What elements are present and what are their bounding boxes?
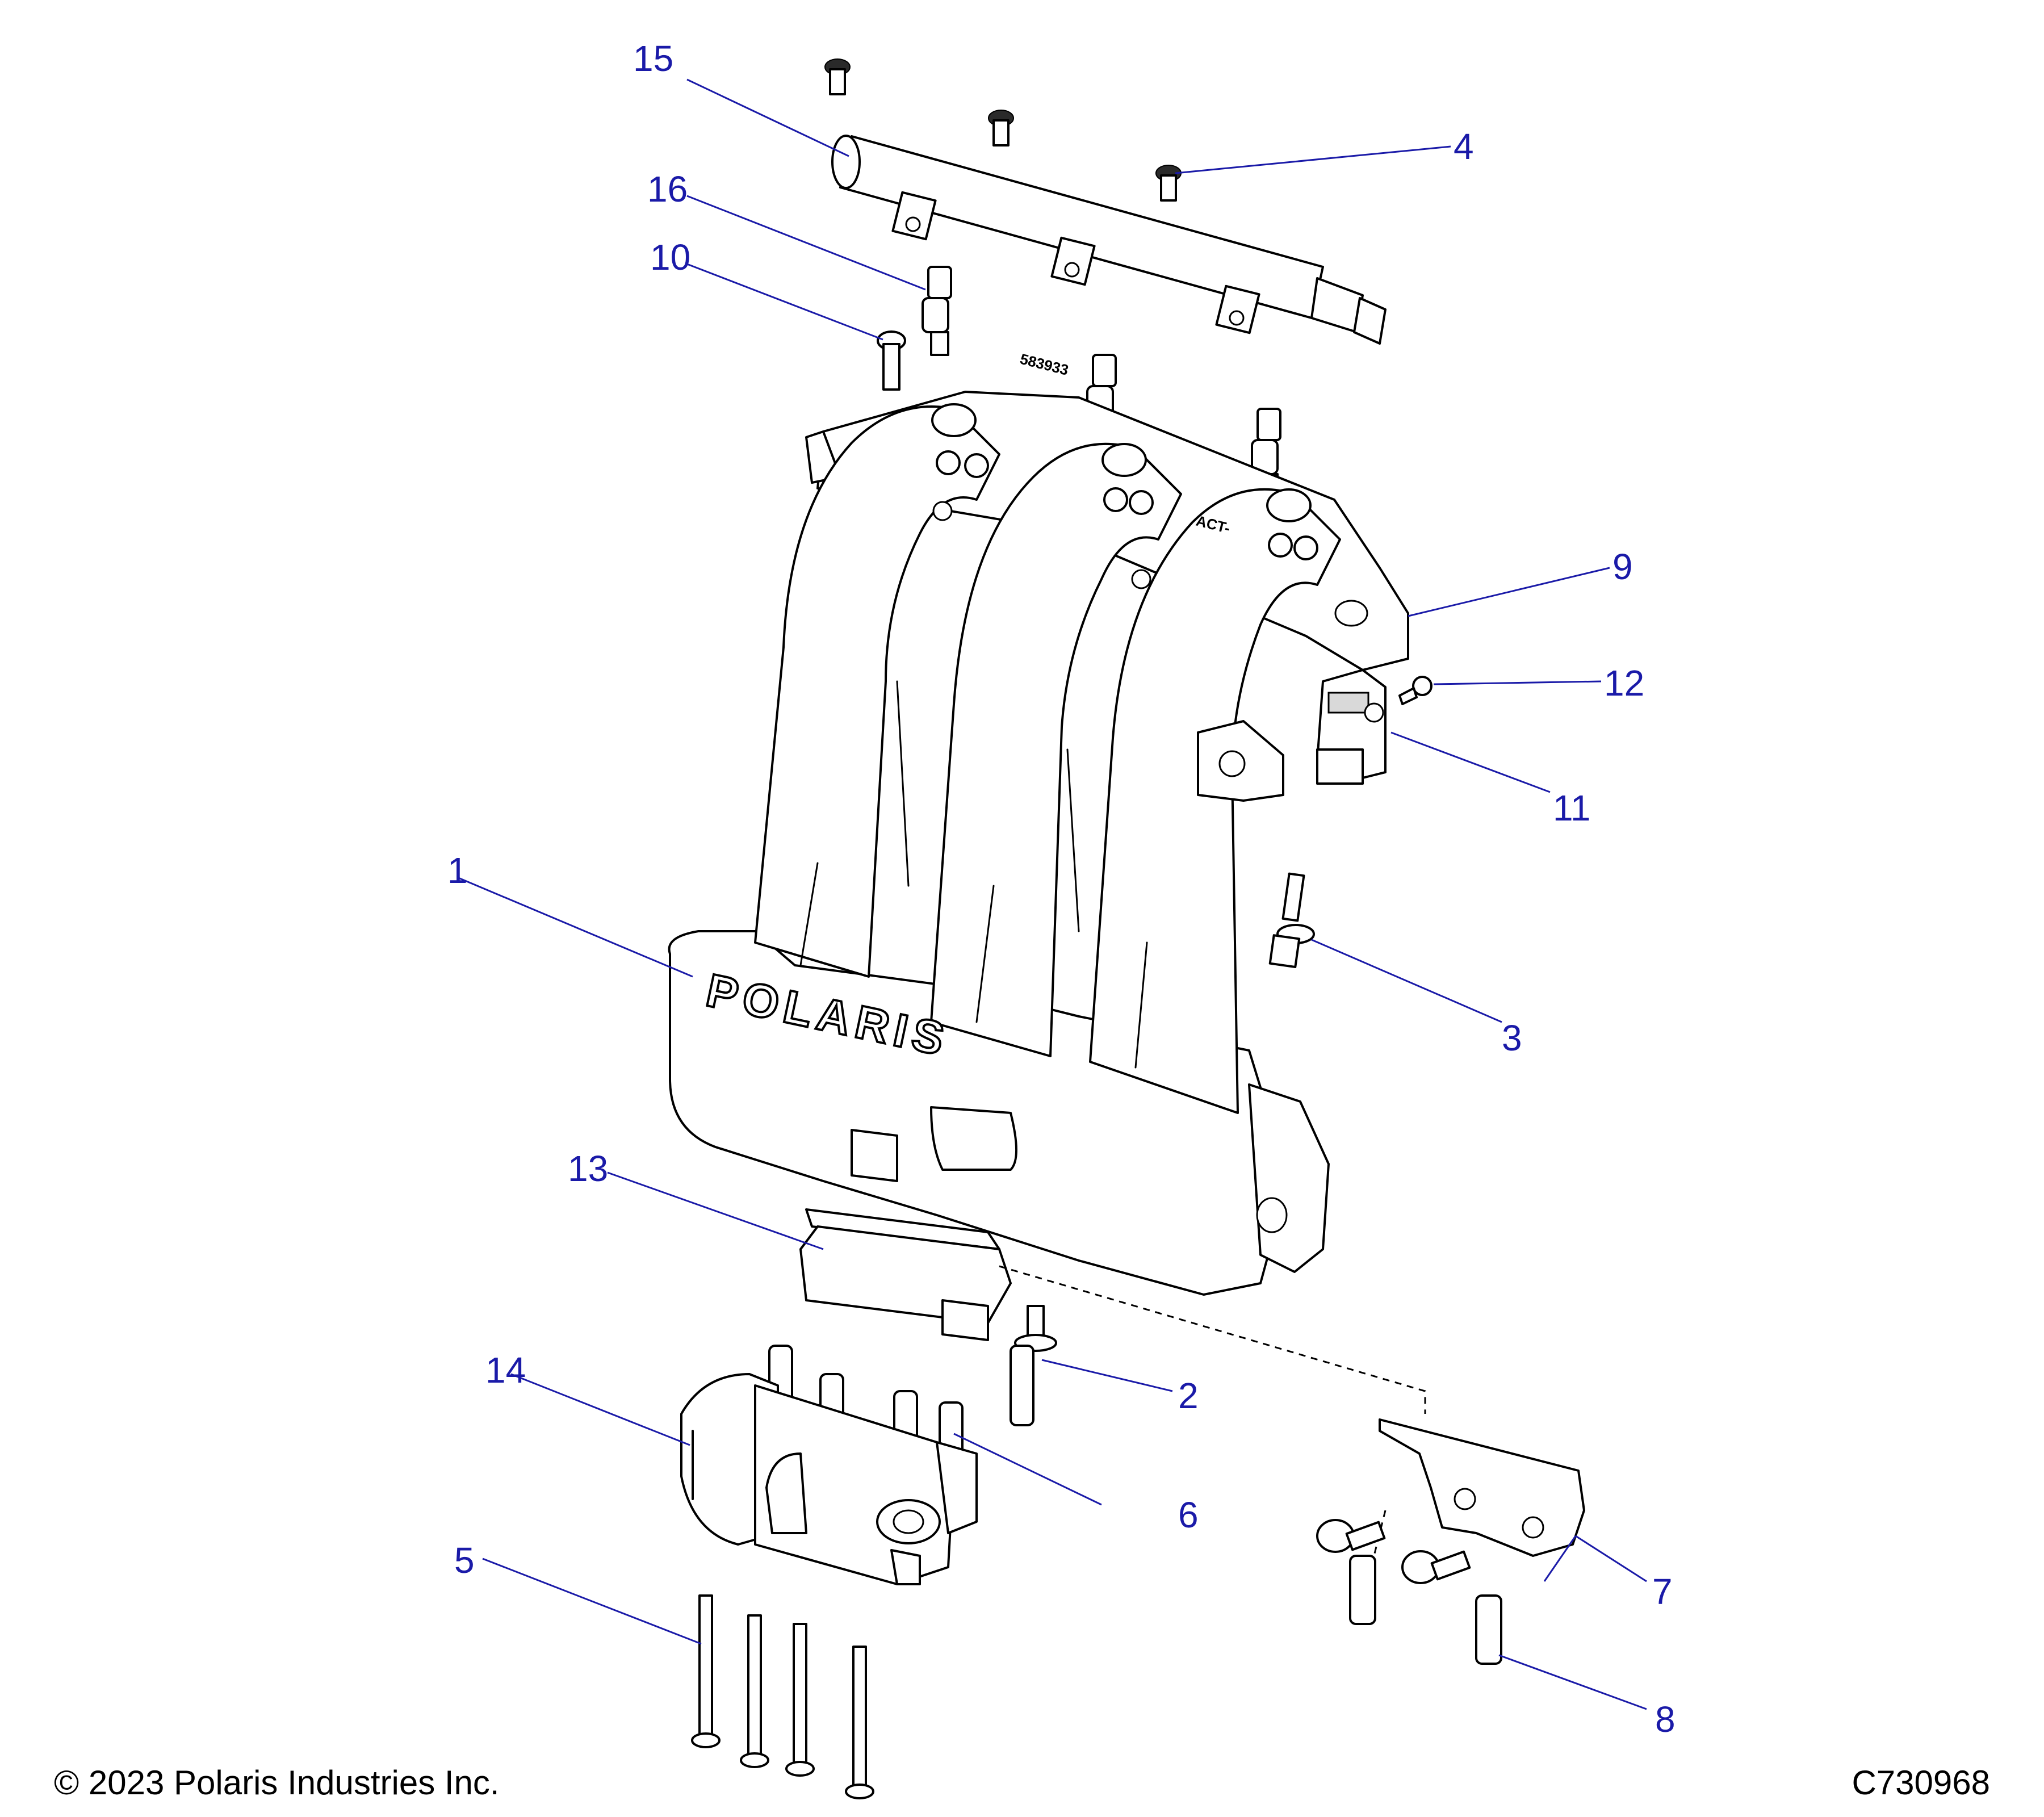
- mounting-bracket: [1379, 1418, 1585, 1557]
- injector-bolt-1: [877, 330, 906, 391]
- callout-9: 9: [1612, 546, 1633, 587]
- callout-12: 12: [1604, 663, 1644, 704]
- throttle-stud-1: [691, 1594, 721, 1748]
- throttle-stud-2: [740, 1614, 769, 1768]
- callout-2: 2: [1178, 1375, 1199, 1416]
- bracket-bolt-2: [1401, 1550, 1471, 1584]
- bracket-bolt-4: [1475, 1594, 1502, 1665]
- callout-16: 16: [647, 169, 688, 210]
- callout-10: 10: [650, 237, 690, 278]
- bracket-bolt-1: [1316, 1519, 1386, 1553]
- callout-7: 7: [1652, 1571, 1673, 1612]
- copyright-text: © 2023 Polaris Industries Inc.: [54, 1764, 500, 1802]
- manifold-stud: [1010, 1305, 1057, 1426]
- callout-8: 8: [1655, 1699, 1676, 1740]
- callout-11: 11: [1553, 788, 1590, 828]
- rail-bolt-2: [988, 110, 1014, 146]
- callout-14: 14: [485, 1350, 526, 1391]
- callout-4: 4: [1454, 126, 1474, 167]
- callout-1: 1: [447, 850, 468, 891]
- assembly-line: [999, 1265, 1426, 1556]
- sensor-bolt: [1398, 676, 1433, 705]
- leader-lines: [456, 78, 1647, 1710]
- callout-6: 6: [1178, 1494, 1199, 1535]
- manifold-part-number: 583933: [1019, 350, 1070, 379]
- callout-15: 15: [633, 38, 673, 79]
- figure-id: C730968: [1852, 1764, 1990, 1802]
- throttle-body: [680, 1373, 978, 1585]
- fuel-rail: [831, 135, 1387, 345]
- fuel-injector-1: [922, 266, 952, 356]
- map-sensor: [1316, 669, 1387, 785]
- callout-3: 3: [1502, 1018, 1522, 1058]
- bracket-bolt-3: [1349, 1555, 1376, 1625]
- throttle-stud-3: [785, 1623, 815, 1777]
- throttle-stud-4: [845, 1646, 874, 1799]
- rail-bolt-1: [824, 58, 851, 95]
- callout-labels: 1 2 3 4 5 6 7 8 9 10 11 12 13 14 15 16: [447, 38, 1676, 1740]
- callout-5: 5: [454, 1540, 475, 1581]
- callout-13: 13: [568, 1148, 608, 1189]
- intake-manifold: POLARIS 583933 ACT-: [668, 350, 1409, 1341]
- rail-bolt-3: [1155, 165, 1182, 202]
- vacuum-fitting: [1268, 872, 1315, 968]
